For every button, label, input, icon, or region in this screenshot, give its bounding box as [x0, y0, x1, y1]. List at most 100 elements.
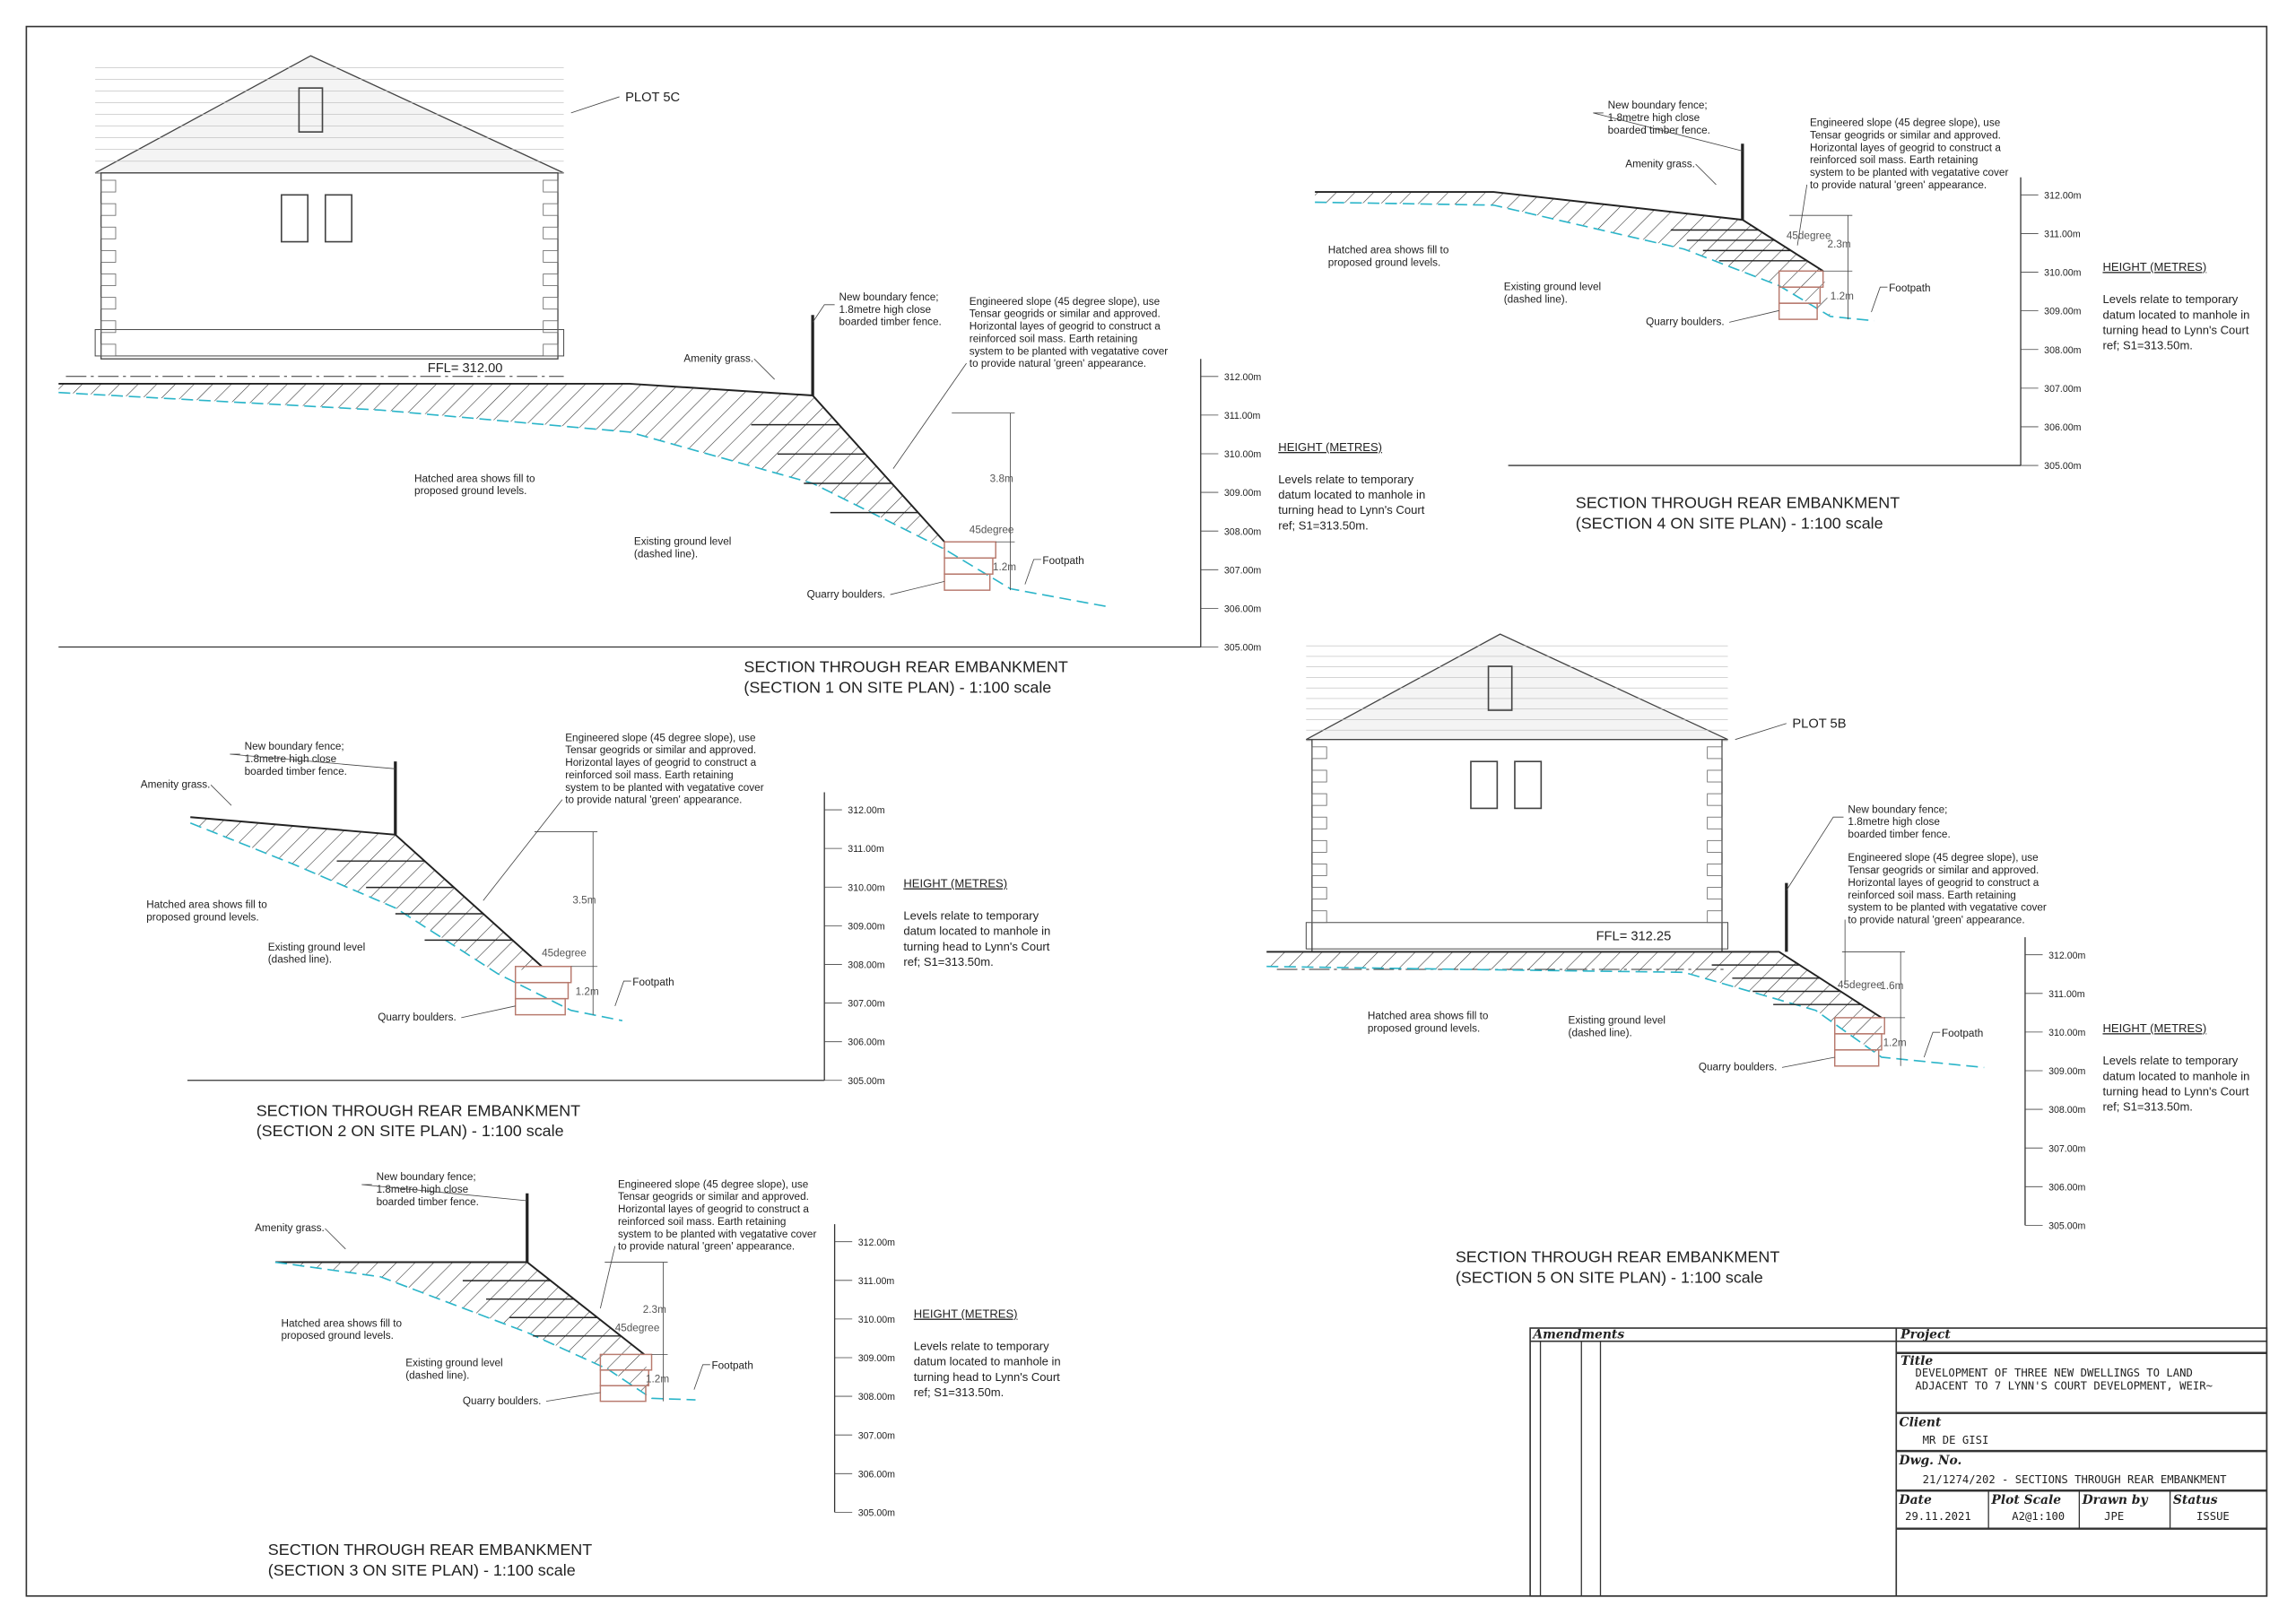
slope-height-dim: 3.8m: [990, 473, 1013, 484]
fence-note: New boundary fence;: [245, 741, 344, 752]
levels-note: turning head to Lynn's Court: [2102, 323, 2248, 336]
angle-label: 45degree: [1787, 230, 1831, 241]
amenity-grass-label: Amenity grass.: [255, 1222, 325, 1234]
levels-note: ref; S1=313.50m.: [903, 955, 993, 968]
height-heading: HEIGHT (METRES): [2102, 260, 2206, 274]
existing-ground-note: (dashed line).: [1504, 293, 1568, 305]
engineered-slope-note: system to be planted with vegatative cov…: [618, 1229, 816, 1240]
level-tick-label: 311.00m: [2044, 230, 2081, 240]
boulder-height-dim: 1.2m: [1831, 291, 1854, 302]
title-block: Amendments Project Title DEVELOPMENT OF …: [1529, 1327, 2268, 1597]
existing-ground-note: Existing ground level: [405, 1357, 502, 1368]
fence-note: New boundary fence;: [1848, 803, 1947, 815]
level-tick-label: 306.00m: [2044, 422, 2081, 433]
date-value: 29.11.2021: [1905, 1510, 1971, 1523]
level-tick-label: 307.00m: [848, 999, 884, 1010]
proposed-ground-line: [58, 382, 945, 543]
level-tick-label: 306.00m: [1224, 604, 1261, 614]
level-tick-label: 312.00m: [2048, 951, 2085, 961]
ffl-label: FFL= 312.00: [428, 361, 503, 376]
existing-ground-note: Existing ground level: [1504, 281, 1601, 292]
level-tick-label: 309.00m: [2044, 307, 2081, 317]
hatched-area-note: proposed ground levels.: [146, 911, 258, 923]
engineered-slope-note: to provide natural 'green' appearance.: [970, 358, 1146, 369]
level-tick-label: 306.00m: [848, 1038, 884, 1048]
angle-label: 45degree: [542, 947, 587, 959]
section-title: SECTION THROUGH REAR EMBANKMENT: [257, 1101, 580, 1119]
engineered-slope-note: Engineered slope (45 degree slope), use: [565, 732, 756, 743]
section-subtitle: (SECTION 3 ON SITE PLAN) - 1:100 scale: [268, 1561, 576, 1579]
footpath-label: Footpath: [632, 977, 674, 988]
engineered-slope-note: Engineered slope (45 degree slope), use: [970, 296, 1161, 308]
fence-note: 1.8metre high close: [1848, 816, 1940, 828]
fence-note: 1.8metre high close: [839, 304, 932, 316]
section-subtitle: (SECTION 5 ON SITE PLAN) - 1:100 scale: [1456, 1268, 1763, 1286]
levels-note: ref; S1=313.50m.: [1278, 518, 1368, 532]
fence-note: New boundary fence;: [839, 291, 939, 303]
levels-note: turning head to Lynn's Court: [1278, 503, 1424, 517]
plot-scale-value: A2@1:100: [2012, 1510, 2065, 1523]
level-tick-label: 311.00m: [858, 1276, 895, 1287]
plot-label: PLOT 5C: [625, 91, 680, 105]
amenity-grass-label: Amenity grass.: [141, 779, 211, 791]
level-tick-label: 308.00m: [2048, 1105, 2085, 1116]
levels-note: turning head to Lynn's Court: [2102, 1084, 2248, 1098]
angle-label: 45degree: [615, 1322, 660, 1333]
level-tick-label: 307.00m: [858, 1430, 895, 1441]
existing-ground-note: Existing ground level: [634, 536, 731, 548]
level-tick-label: 311.00m: [1224, 411, 1261, 421]
hatched-area-note: Hatched area shows fill to: [1368, 1011, 1489, 1022]
fence-note: 1.8metre high close: [1608, 112, 1700, 124]
dwg-no-value: 21/1274/202 - SECTIONS THROUGH REAR EMBA…: [1923, 1473, 2227, 1486]
engineered-slope-note: Horizontal layes of geogrid to construct…: [1810, 142, 2001, 153]
height-heading: HEIGHT (METRES): [914, 1307, 1018, 1321]
level-tick-label: 309.00m: [1224, 488, 1261, 499]
fence-note: boarded timber fence.: [1848, 829, 1950, 840]
fill-hatch: [1266, 951, 1882, 1057]
date-label: Date: [1899, 1493, 1932, 1507]
status-value: ISSUE: [2196, 1510, 2230, 1523]
engineered-slope-note: Horizontal layes of geogrid to construct…: [565, 757, 756, 769]
quarry-boulders-label: Quarry boulders.: [1699, 1062, 1778, 1073]
level-tick-label: 311.00m: [2048, 989, 2085, 1000]
drawn-by-value: JPE: [2104, 1510, 2124, 1523]
section-subtitle: (SECTION 2 ON SITE PLAN) - 1:100 scale: [257, 1122, 564, 1140]
quarry-boulder: [944, 573, 991, 591]
proposed-ground-line: [1315, 191, 1824, 273]
height-heading: HEIGHT (METRES): [903, 877, 1007, 890]
levels-note: datum located to manhole in: [914, 1355, 1061, 1368]
plot-scale-label: Plot Scale: [1990, 1493, 2061, 1507]
section-title: SECTION THROUGH REAR EMBANKMENT: [1456, 1248, 1779, 1266]
engineered-slope-note: to provide natural 'green' appearance.: [1810, 179, 1987, 191]
existing-ground-note: (dashed line).: [634, 548, 698, 560]
hatched-area-note: Hatched area shows fill to: [146, 899, 267, 910]
levels-note: datum located to manhole in: [2102, 308, 2249, 321]
engineered-slope-note: Horizontal layes of geogrid to construct…: [618, 1203, 809, 1215]
existing-ground-line: [1266, 965, 1985, 1069]
quarry-boulder: [944, 557, 994, 575]
level-tick-label: 311.00m: [848, 844, 884, 855]
quarry-boulder: [599, 1385, 647, 1403]
height-heading: HEIGHT (METRES): [2102, 1021, 2206, 1035]
levels-note: Levels relate to temporary: [2102, 292, 2238, 306]
ffl-label: FFL= 312.25: [1596, 929, 1672, 943]
level-tick-label: 310.00m: [1224, 449, 1261, 460]
level-tick-label: 310.00m: [858, 1315, 895, 1325]
engineered-slope-note: Engineered slope (45 degree slope), use: [1810, 117, 2001, 129]
boulder-height-dim: 1.2m: [993, 561, 1016, 573]
footpath-label: Footpath: [1042, 555, 1083, 567]
quarry-boulder: [514, 997, 566, 1016]
engineered-slope-note: reinforced soil mass. Earth retaining: [618, 1216, 786, 1228]
fill-hatch: [274, 1262, 652, 1399]
engineered-slope-note: Tensar geogrids or similar and approved.: [1848, 864, 2039, 876]
quarry-boulder: [1833, 1049, 1880, 1067]
angle-label: 45degree: [970, 524, 1014, 535]
level-tick-label: 305.00m: [2048, 1220, 2085, 1231]
fence-note: 1.8metre high close: [245, 753, 337, 765]
existing-ground-line: [189, 821, 623, 1021]
dwg-no-label: Dwg. No.: [1899, 1454, 1962, 1468]
level-tick-label: 308.00m: [2044, 345, 2081, 356]
existing-ground-note: Existing ground level: [1569, 1014, 1665, 1026]
